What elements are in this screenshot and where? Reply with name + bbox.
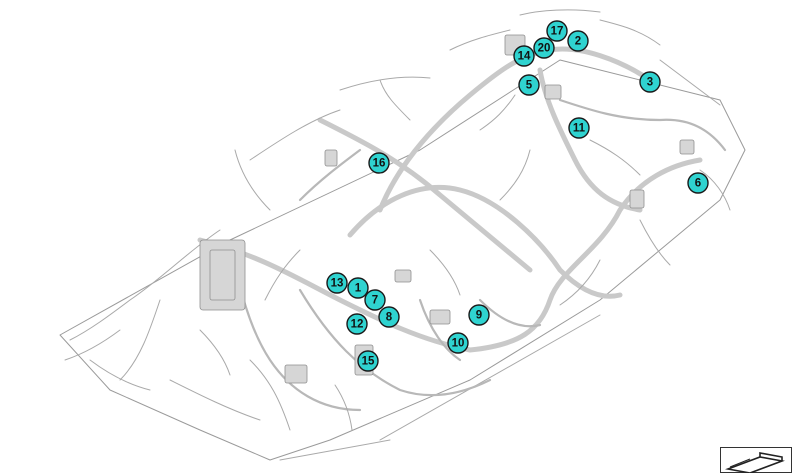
callout-20[interactable]: 20	[533, 37, 555, 59]
callout-label: 10	[452, 338, 465, 350]
callout-label: 12	[351, 319, 364, 331]
callout-13[interactable]: 13	[326, 272, 348, 294]
callout-3[interactable]: 3	[639, 71, 661, 93]
callout-marker	[687, 172, 709, 194]
main-harness	[197, 46, 727, 412]
callout-17[interactable]: 17	[546, 20, 568, 42]
callout-marker	[518, 74, 540, 96]
callout-label: 16	[373, 158, 386, 170]
callout-marker	[346, 313, 368, 335]
callout-label: 8	[386, 312, 393, 324]
vehicle-outline	[59, 59, 746, 461]
callout-label: 1	[355, 283, 362, 295]
parts-catalog-icon[interactable]	[720, 447, 792, 473]
callout-label: 11	[573, 123, 586, 135]
callout-label: 6	[695, 178, 701, 190]
callout-5[interactable]: 5	[518, 74, 540, 96]
callout-6[interactable]: 6	[687, 172, 709, 194]
callout-1[interactable]: 1	[347, 277, 369, 299]
callout-marker	[357, 350, 379, 372]
callout-marker	[368, 152, 390, 174]
callout-12[interactable]: 12	[346, 313, 368, 335]
callout-marker	[513, 45, 535, 67]
callout-label: 2	[575, 36, 581, 48]
callout-label: 9	[476, 310, 482, 322]
callout-14[interactable]: 14	[513, 45, 535, 67]
callout-marker	[447, 332, 469, 354]
callout-9[interactable]: 9	[468, 304, 490, 326]
callout-label: 15	[362, 356, 375, 368]
callout-label: 20	[538, 43, 551, 55]
callout-11[interactable]: 11	[568, 117, 590, 139]
callout-16[interactable]: 16	[368, 152, 390, 174]
callout-marker	[567, 30, 589, 52]
callout-label: 7	[372, 295, 378, 307]
callout-label: 17	[551, 26, 564, 38]
callout-marker	[533, 37, 555, 59]
callout-label: 14	[518, 51, 531, 63]
callout-label: 13	[331, 278, 344, 290]
callout-8[interactable]: 8	[378, 306, 400, 328]
callout-7[interactable]: 7	[364, 289, 386, 311]
callout-marker	[639, 71, 661, 93]
callout-15[interactable]: 15	[357, 350, 379, 372]
callout-label: 3	[647, 77, 653, 89]
callout-marker	[546, 20, 568, 42]
callout-label: 5	[526, 80, 533, 92]
callout-10[interactable]: 10	[447, 332, 469, 354]
branch-wires	[64, 9, 731, 431]
callout-2[interactable]: 2	[567, 30, 589, 52]
callout-marker	[347, 277, 369, 299]
callout-marker	[568, 117, 590, 139]
callout-marker	[326, 272, 348, 294]
callout-marker	[378, 306, 400, 328]
callout-marker	[364, 289, 386, 311]
callout-marker	[468, 304, 490, 326]
